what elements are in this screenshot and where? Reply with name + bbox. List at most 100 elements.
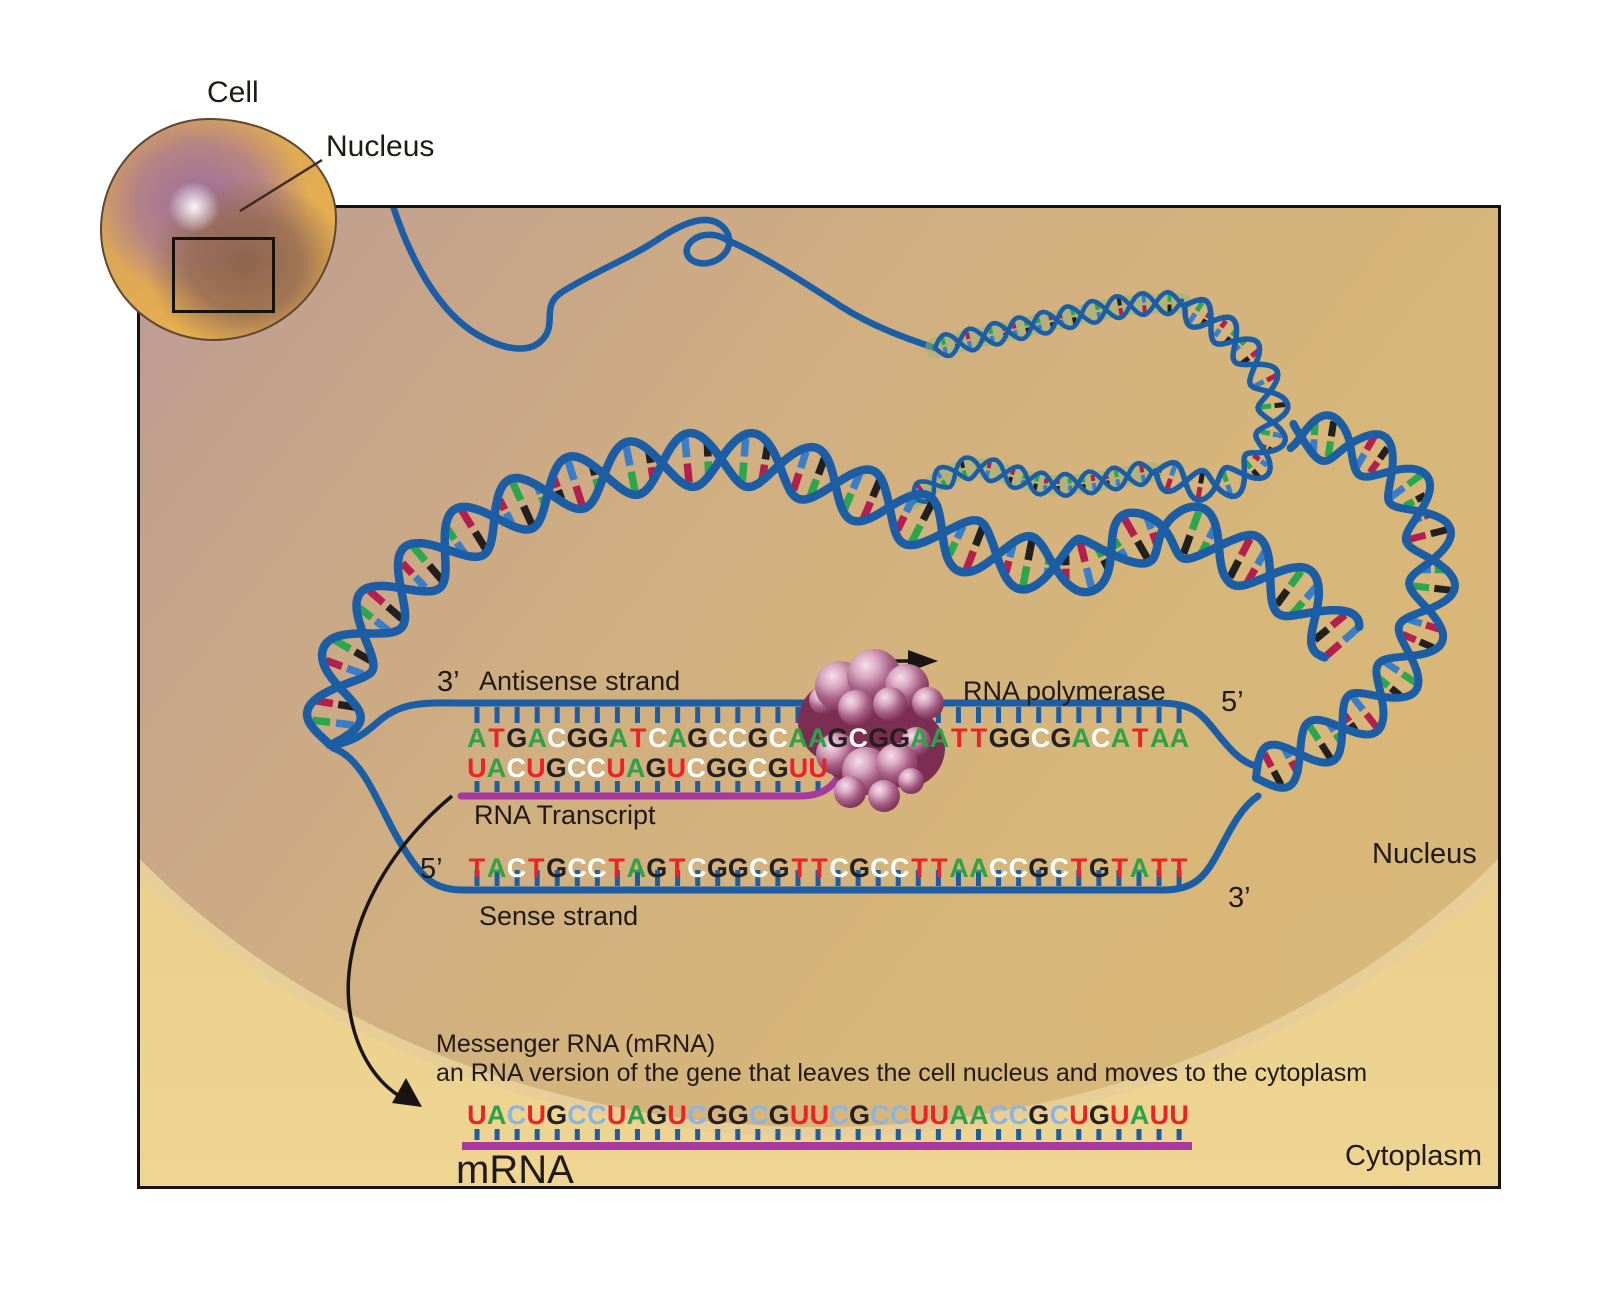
base-G: G [588,725,609,752]
base-T: T [929,855,949,882]
cytoplasm-region-label: Cytoplasm [1345,1140,1482,1173]
base-C: C [748,755,768,782]
base-C: C [686,755,706,782]
base-C: C [989,1102,1009,1129]
base-C: C [567,755,587,782]
base-A: A [527,725,547,752]
mrna-ticks [477,1129,1179,1140]
base-A: A [487,1102,507,1129]
base-C: C [687,1102,707,1129]
base-C: C [890,855,910,882]
base-T: T [1149,855,1169,882]
base-C: C [648,725,668,752]
base-A: A [930,725,950,752]
rna-transcript-sequence: UACUGCCUAGUCGGCGUU [467,755,828,782]
base-G: G [506,725,527,752]
base-C: C [1091,725,1111,752]
base-C: C [567,1102,587,1129]
base-U: U [1169,1102,1189,1129]
base-T: T [809,855,829,882]
base-A: A [1150,725,1170,752]
nucleus-region-label: Nucleus [1372,838,1477,871]
dna-helix [1256,415,1455,788]
base-G: G [567,725,588,752]
base-G: G [849,1102,870,1129]
rna-polymerase-label: RNA polymerase [963,676,1166,707]
base-C: C [1009,1102,1029,1129]
base-G: G [546,1102,567,1129]
base-T: T [1169,855,1189,882]
antisense-sequence: ATGACGGATCAGCCGCAAGCGGAATTGGCGACATAA [467,725,1189,752]
base-A: A [467,725,487,752]
base-U: U [667,1102,687,1129]
cell-highlight [165,183,223,231]
base-G: G [768,755,789,782]
base-G: G [1028,855,1049,882]
base-G: G [707,855,728,882]
base-U: U [789,755,809,782]
base-G: G [727,755,748,782]
base-A: A [626,1102,646,1129]
base-C: C [749,1102,769,1129]
base-C: C [1031,725,1051,752]
base-U: U [1149,1102,1169,1129]
base-G: G [769,1102,790,1129]
base-C: C [768,725,788,752]
base-C: C [749,855,769,882]
base-G: G [707,1102,728,1129]
base-T: T [467,855,487,882]
base-A: A [949,855,969,882]
mrna-label: mRNA [456,1148,574,1193]
base-A: A [626,855,646,882]
base-C: C [829,1102,849,1129]
base-C: C [708,725,728,752]
base-C: C [687,855,707,882]
base-G: G [1028,1102,1049,1129]
zoom-region-rectangle [172,237,275,313]
base-G: G [646,1102,667,1129]
base-A: A [949,1102,969,1129]
base-A: A [626,755,646,782]
base-U: U [1069,1102,1089,1129]
base-G: G [827,725,848,752]
base-U: U [526,1102,546,1129]
base-A: A [487,755,507,782]
dna-helix [1155,300,1288,500]
base-C: C [1009,855,1029,882]
base-G: G [646,855,667,882]
base-C: C [586,755,606,782]
base-T: T [1110,855,1130,882]
base-T: T [607,855,627,882]
base-C: C [1049,855,1069,882]
base-G: G [1050,725,1071,752]
base-T: T [1069,855,1089,882]
base-T: T [487,725,507,752]
base-U: U [467,755,487,782]
sense-5prime-label: 5’ [420,853,443,886]
base-T: T [790,855,810,882]
base-A: A [910,725,930,752]
base-U: U [526,755,546,782]
sense-strand-label: Sense strand [479,901,638,932]
base-U: U [809,1102,829,1129]
base-G: G [769,855,790,882]
cell-label: Cell [207,76,259,110]
base-C: C [848,725,868,752]
base-G: G [849,855,870,882]
antisense-strand-label: Antisense strand [479,666,680,697]
base-G: G [747,725,768,752]
antisense-5prime-label: 5’ [1221,686,1244,719]
base-G: G [546,855,567,882]
chromatin-thread [393,206,935,349]
base-C: C [567,855,587,882]
base-G: G [989,725,1010,752]
base-G: G [1089,1102,1110,1129]
mrna-title: Messenger RNA (mRNA) [436,1030,715,1059]
base-U: U [606,755,626,782]
base-C: C [587,855,607,882]
dna-helix [935,292,1182,356]
base-A: A [788,725,808,752]
antisense-3prime-label: 3’ [437,666,460,699]
sense-3prime-label: 3’ [1228,882,1251,915]
